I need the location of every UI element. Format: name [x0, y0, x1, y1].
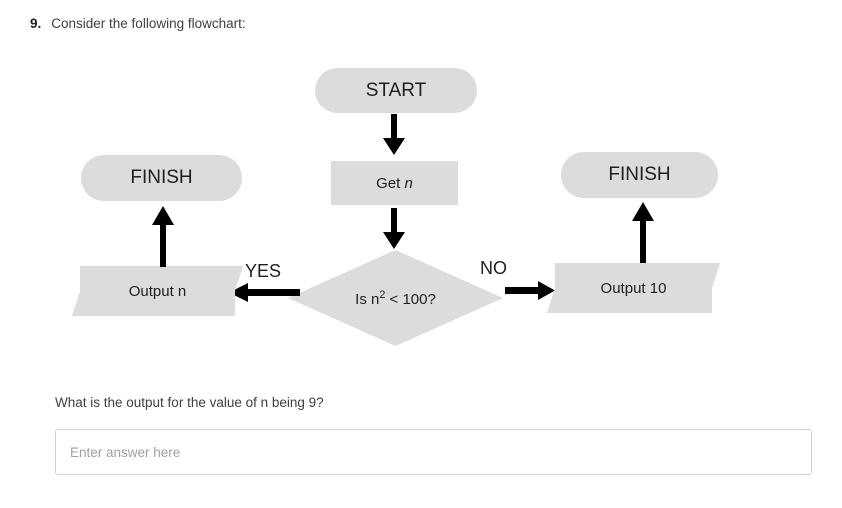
question-number: 9. — [30, 16, 42, 31]
node-finish-left-label: FINISH — [130, 167, 193, 188]
node-output-10-label: Output 10 — [600, 279, 667, 297]
answer-input[interactable] — [55, 429, 812, 475]
flowchart-node-output-10: Output 10 — [546, 263, 721, 313]
node-get-n-label: Get n — [376, 174, 413, 192]
flowchart-node-output-n: Output n — [71, 266, 244, 316]
edge-label-yes: YES — [245, 261, 282, 281]
flowchart-node-start: START — [315, 68, 477, 113]
node-output-n-label: Output n — [128, 282, 187, 300]
edge-label-no: NO — [480, 258, 507, 278]
arrow-output-10-to-finish — [629, 201, 657, 263]
arrow-start-to-get-n — [380, 114, 408, 156]
arrow-get-n-to-decision — [380, 208, 408, 250]
flowchart-diagram: START Get n Is n2 < 100? YES NO — [71, 68, 721, 346]
flowchart-node-get-n: Get n — [331, 161, 458, 205]
node-finish-right-label: FINISH — [608, 164, 671, 185]
question-prompt: Consider the following flowchart: — [51, 16, 246, 31]
node-decision-label: Is n2 < 100? — [355, 288, 436, 308]
arrow-decision-to-output-n — [228, 281, 300, 305]
arrow-decision-to-output-10 — [505, 279, 555, 303]
flowchart-node-finish-left: FINISH — [81, 155, 242, 201]
node-start-label: START — [365, 79, 427, 101]
flowchart-node-decision: Is n2 < 100? — [288, 250, 503, 346]
answer-question-text: What is the output for the value of n be… — [55, 395, 324, 410]
flowchart-node-finish-right: FINISH — [561, 152, 718, 198]
question-header: 9. Consider the following flowchart: — [30, 16, 246, 31]
arrow-output-n-to-finish — [149, 205, 177, 267]
